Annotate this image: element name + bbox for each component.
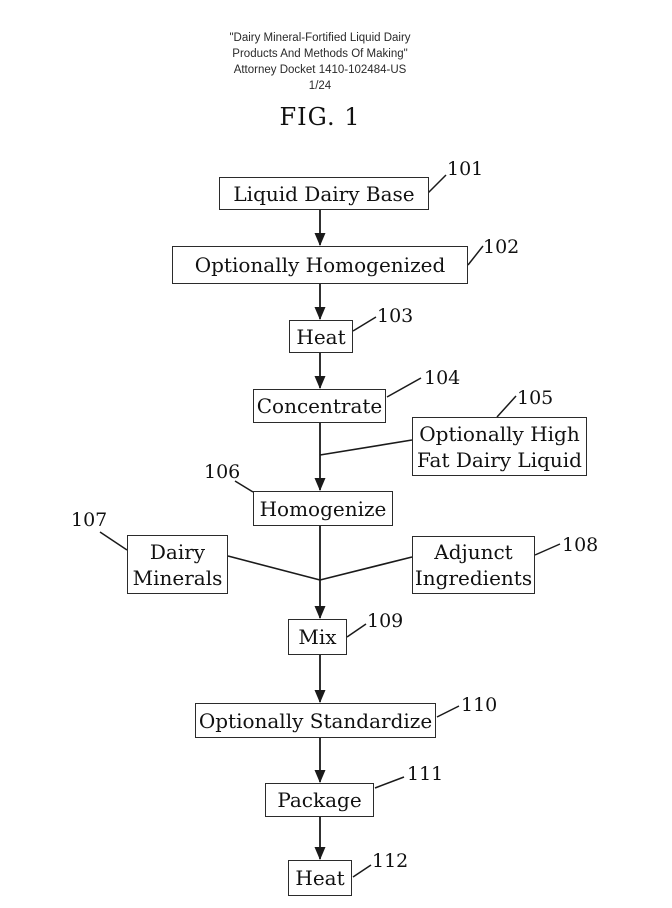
node-optionally-standardize: Optionally Standardize: [195, 703, 436, 738]
leader-106: [234, 480, 254, 493]
leader-107: [99, 531, 128, 551]
node-package: Package: [265, 783, 374, 817]
ref-label-102: 102: [483, 236, 520, 258]
leader-104: [386, 377, 422, 398]
connector-105: [319, 439, 413, 456]
node-heat-second: Heat: [288, 860, 352, 896]
leader-105: [496, 395, 517, 418]
header-docket: Attorney Docket 1410-102484-US: [233, 64, 407, 76]
leader-110: [436, 705, 460, 718]
header-title-line1: "Dairy Mineral-Fortified Liquid Dairy: [229, 32, 411, 44]
ref-label-112: 112: [372, 850, 409, 872]
node-label-package: Package: [277, 788, 362, 812]
node-label-optionally-high-fat-dairy-liquid: Optionally High Fat Dairy Liquid: [417, 421, 582, 472]
ref-label-104: 104: [424, 367, 461, 389]
node-label-adjunct-ingredients: Adjunct Ingredients: [414, 540, 533, 590]
ref-label-111: 111: [407, 763, 444, 785]
leader-101: [427, 174, 447, 194]
node-label-dairy-minerals: Dairy Minerals: [132, 539, 223, 590]
ref-label-101: 101: [447, 158, 484, 180]
node-optionally-high-fat-dairy-liquid: Optionally High Fat Dairy Liquid: [412, 417, 587, 476]
node-heat-first: Heat: [289, 320, 353, 353]
header-title-line2: Products And Methods Of Making": [232, 48, 408, 60]
ref-label-110: 110: [461, 694, 498, 716]
ref-label-107: 107: [71, 509, 108, 531]
header-sheet-number: 1/24: [308, 80, 332, 92]
node-mix: Mix: [288, 619, 347, 655]
leader-109: [346, 623, 367, 638]
node-liquid-dairy-base: Liquid Dairy Base: [219, 177, 429, 210]
node-label-heat-first: Heat: [296, 324, 346, 349]
ref-label-108: 108: [562, 534, 599, 556]
node-optionally-homogenized: Optionally Homogenized: [172, 246, 468, 284]
node-adjunct-ingredients: Adjunct Ingredients: [412, 536, 535, 594]
connector-108: [319, 556, 413, 581]
ref-label-103: 103: [377, 305, 414, 327]
figure-label: FIG. 1: [279, 103, 361, 131]
input-connectors: [227, 439, 413, 581]
connector-107: [227, 555, 321, 581]
ref-label-106: 106: [204, 461, 241, 483]
node-label-optionally-homogenized: Optionally Homogenized: [194, 253, 446, 277]
ref-leader-lines: [99, 174, 561, 878]
node-concentrate: Concentrate: [253, 389, 386, 423]
node-label-concentrate: Concentrate: [256, 394, 383, 418]
leader-102: [467, 245, 484, 266]
node-homogenize: Homogenize: [253, 491, 393, 526]
page-header: "Dairy Mineral-Fortified Liquid Dairy Pr…: [120, 30, 520, 94]
node-label-homogenize: Homogenize: [259, 496, 387, 521]
node-label-optionally-standardize: Optionally Standardize: [198, 708, 433, 733]
leader-103: [352, 316, 377, 332]
ref-label-109: 109: [367, 610, 404, 632]
node-label-mix: Mix: [298, 625, 337, 649]
node-label-liquid-dairy-base: Liquid Dairy Base: [233, 181, 415, 206]
node-dairy-minerals: Dairy Minerals: [127, 535, 228, 594]
node-label-heat-second: Heat: [295, 866, 345, 890]
ref-label-105: 105: [517, 387, 554, 409]
leader-108: [534, 543, 561, 556]
leader-112: [352, 864, 372, 878]
leader-111: [374, 776, 405, 789]
